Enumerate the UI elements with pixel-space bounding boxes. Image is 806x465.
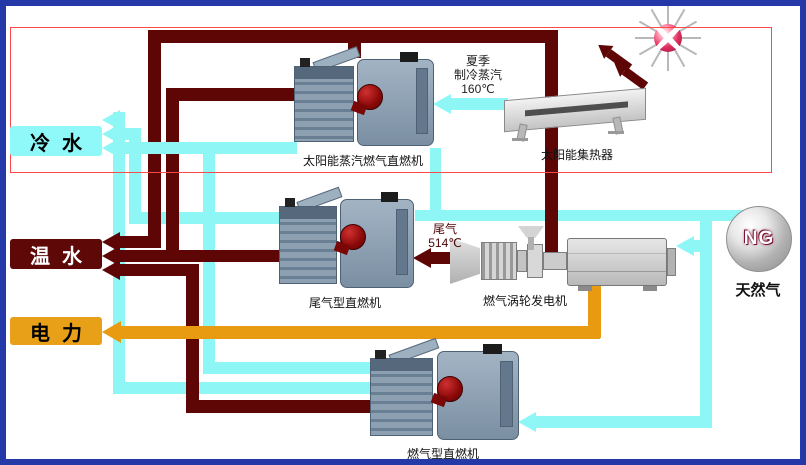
generator-foot [643,286,657,291]
power-line-vertical [588,286,601,338]
exhaust-note-line2: 514℃ [428,236,462,250]
cold-water-tag: 冷水 [10,126,102,156]
machine-louver-unit [294,58,354,142]
exhaust-note: 尾气 514℃ [420,222,470,250]
exhaust-type-fired-machine [278,186,414,290]
machine-burner [437,376,463,403]
machine-louver-unit [279,198,337,284]
collector-foot [512,138,528,141]
gas-supply-vertical [700,210,712,428]
highlight-box [10,27,772,173]
cold-water-pipe-stub [116,128,141,140]
hot-pipe-from-gas-machine [186,400,372,413]
summer-steam-note: 夏季 制冷蒸汽 160℃ [442,54,514,96]
generator-box [567,238,667,286]
summer-steam-arrow [433,94,451,114]
gas-supply-main [415,210,758,221]
natural-gas-sphere: NG [726,206,792,272]
machine-burner [357,83,384,110]
summer-steam-note-line1: 夏季 [465,54,490,68]
warm-water-pipe-1 [118,236,160,248]
cold-water-tag-label: 冷水 [30,132,94,155]
generator-end-cap [667,248,676,276]
gas-machine-label: 燃气型直燃机 [406,447,479,461]
solar-machine-label: 太阳能蒸汽燃气直燃机 [302,154,423,168]
power-tag-label: 电力 [30,322,94,345]
natural-gas-label: 天然气 [735,282,781,299]
hot-pipe-from-solar-machine [166,88,295,101]
hot-pipe-vertical-2 [166,88,179,262]
solar-steam-gas-fired-machine [293,46,434,148]
cold-water-pipe-from-solar-machine [116,142,297,154]
summer-steam-note-line3: 160℃ [461,82,495,96]
turbine-flange [527,244,543,278]
turbine-shaft [543,252,567,270]
solar-collector-label: 太阳能集热器 [540,148,613,162]
exhaust-riser-pipe [545,30,558,254]
warm-water-arrow-3 [102,260,120,280]
gas-type-fired-machine [368,337,519,442]
turbine-neck [517,250,527,272]
gas-arrow-to-turbine [676,236,694,256]
power-line-horizontal [118,326,600,339]
warm-water-pipe-2 [118,250,280,262]
machine-burner [340,224,367,251]
machine-vessel [437,343,519,441]
exhaust-machine-label: 尾气型直燃机 [308,296,381,310]
gas-arrow-to-gas-machine [518,412,536,432]
gas-pipe-to-solar-machine [430,148,441,221]
turbine-funnel-stem [528,237,534,250]
warm-water-tag: 温水 [10,239,102,269]
gas-turbine-label: 燃气涡轮发电机 [482,294,567,308]
turbine-compressor [481,242,517,280]
sun-icon [620,0,716,88]
exhaust-pipe-to-machine [429,252,452,264]
warm-water-pipe-3 [118,264,198,276]
ng-text: NG [743,228,775,249]
gas-pipe-to-turbine [690,240,712,252]
solar-collector [498,84,650,142]
power-tag: 电力 [10,317,102,345]
cold-water-pipe-from-gas-machine [113,382,372,394]
summer-steam-note-line2: 制冷蒸汽 [453,68,502,82]
generator-foot [578,286,592,291]
exhaust-arrow [413,248,431,268]
power-arrow [102,321,121,343]
warm-water-tag-label: 温水 [30,245,94,268]
cold-water-arrow-3 [102,138,120,158]
machine-louver-unit [369,350,433,436]
collector-foot [608,131,624,134]
gas-turbine-generator [448,224,678,291]
hot-pipe-vertical-1 [148,30,161,248]
gas-pipe-to-gas-machine [532,416,712,428]
exhaust-note-line1: 尾气 [432,222,457,236]
cold-water-return-horizontal [203,362,370,374]
summer-steam-pipe [447,98,508,110]
